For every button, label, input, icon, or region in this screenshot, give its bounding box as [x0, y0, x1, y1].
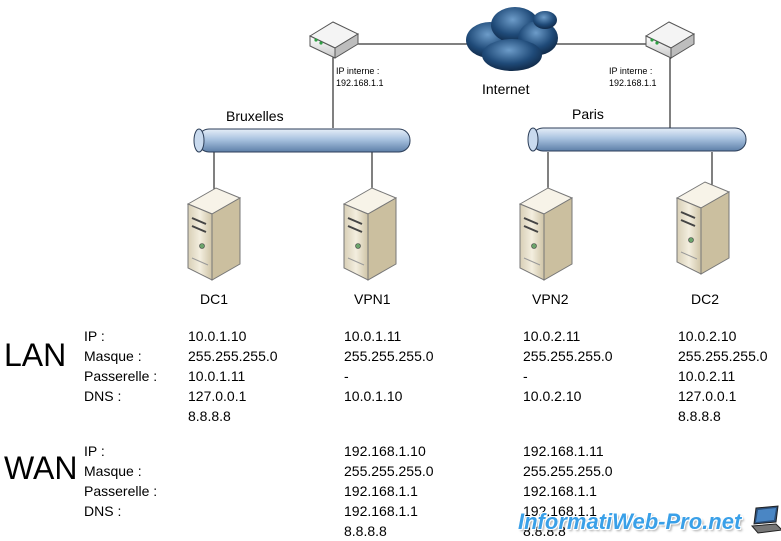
- wan-labels: IP : Masque : Passerelle : DNS :: [84, 441, 157, 521]
- lan-dc2-dns2: 8.8.8.8: [678, 408, 721, 424]
- wan-vpn1-dns2: 8.8.8.8: [344, 523, 387, 539]
- wan-vpn1-gateway: 192.168.1.1: [344, 483, 418, 499]
- right-router-ip: 192.168.1.1: [609, 78, 657, 88]
- internet-cloud-icon: [466, 7, 558, 71]
- lan-label-mask: Masque :: [84, 348, 142, 364]
- laptop-icon: [750, 505, 781, 534]
- wan-vpn2-dns1: 192.168.1.1: [523, 503, 597, 519]
- lan-segment-paris: [527, 127, 747, 152]
- wan-column-vpn1: 192.168.1.10 255.255.255.0 192.168.1.1 1…: [344, 441, 434, 541]
- lan-labels: IP : Masque : Passerelle : DNS :: [84, 326, 157, 406]
- host-label-vpn2: VPN2: [532, 291, 569, 307]
- wan-column-vpn2: 192.168.1.11 255.255.255.0 192.168.1.1 1…: [523, 441, 613, 541]
- server-vpn2-icon: [518, 187, 574, 281]
- internet-label: Internet: [482, 81, 530, 97]
- lan-vpn2-mask: 255.255.255.0: [523, 348, 613, 364]
- wan-vpn2-ip: 192.168.1.11: [523, 443, 604, 459]
- wan-label-ip: IP :: [84, 443, 105, 459]
- wan-vpn2-dns2: 8.8.8.8: [523, 523, 566, 539]
- watermark-logo: InformatiWeb-Pro.net: [518, 509, 742, 534]
- router-left-icon: [308, 21, 360, 59]
- lan-label-ip: IP :: [84, 328, 105, 344]
- left-router-label: IP interne :: [336, 66, 380, 76]
- wan-label-gateway: Passerelle :: [84, 483, 158, 499]
- lan-dc2-gateway: 10.0.2.11: [678, 368, 736, 384]
- lan-label-gateway: Passerelle :: [84, 368, 158, 384]
- host-label-vpn1: VPN1: [354, 291, 391, 307]
- lan-dc1-dns2: 8.8.8.8: [188, 408, 231, 424]
- lan-title: LAN: [4, 337, 67, 373]
- site-label-bruxelles: Bruxelles: [226, 108, 284, 124]
- host-label-dc2: DC2: [691, 291, 720, 307]
- lan-dc1-dns1: 127.0.0.1: [188, 388, 247, 404]
- lan-vpn2-gateway: -: [523, 368, 528, 384]
- wan-label-dns: DNS :: [84, 503, 122, 519]
- router-right-icon: [644, 21, 696, 59]
- lan-column-dc2: 10.0.2.10 255.255.255.0 10.0.2.11 127.0.…: [678, 326, 768, 426]
- lan-column-vpn2: 10.0.2.11 255.255.255.0 - 10.0.2.10: [523, 326, 613, 406]
- site-label-paris: Paris: [572, 106, 604, 122]
- left-router-ip: 192.168.1.1: [336, 78, 384, 88]
- wan-vpn2-mask: 255.255.255.0: [523, 463, 613, 479]
- right-router-label: IP interne :: [609, 66, 653, 76]
- lan-label-dns: DNS :: [84, 388, 122, 404]
- wan-vpn1-ip: 192.168.1.10: [344, 443, 426, 459]
- wan-label-mask: Masque :: [84, 463, 142, 479]
- lan-column-vpn1: 10.0.1.11 255.255.255.0 - 10.0.1.10: [344, 326, 434, 406]
- lan-dc2-mask: 255.255.255.0: [678, 348, 768, 364]
- lan-dc1-ip: 10.0.1.10: [188, 328, 247, 344]
- server-dc2-icon: [675, 181, 731, 275]
- lan-vpn1-ip: 10.0.1.11: [344, 328, 402, 344]
- server-dc1-icon: [186, 187, 242, 281]
- wan-vpn2-gateway: 192.168.1.1: [523, 483, 597, 499]
- lan-column-dc1: 10.0.1.10 255.255.255.0 10.0.1.11 127.0.…: [188, 326, 278, 426]
- lan-dc1-gateway: 10.0.1.11: [188, 368, 246, 384]
- lan-vpn1-gateway: -: [344, 368, 349, 384]
- lan-vpn2-dns1: 10.0.2.10: [523, 388, 582, 404]
- wan-vpn1-mask: 255.255.255.0: [344, 463, 434, 479]
- lan-vpn2-ip: 10.0.2.11: [523, 328, 581, 344]
- lan-segment-bruxelles: [193, 128, 411, 153]
- wan-vpn1-dns1: 192.168.1.1: [344, 503, 418, 519]
- lan-dc1-mask: 255.255.255.0: [188, 348, 278, 364]
- host-label-dc1: DC1: [200, 291, 229, 307]
- server-vpn1-icon: [342, 187, 398, 281]
- wan-title: WAN: [4, 450, 78, 486]
- lan-dc2-dns1: 127.0.0.1: [678, 388, 737, 404]
- lan-vpn1-dns1: 10.0.1.10: [344, 388, 403, 404]
- lan-vpn1-mask: 255.255.255.0: [344, 348, 434, 364]
- lan-dc2-ip: 10.0.2.10: [678, 328, 737, 344]
